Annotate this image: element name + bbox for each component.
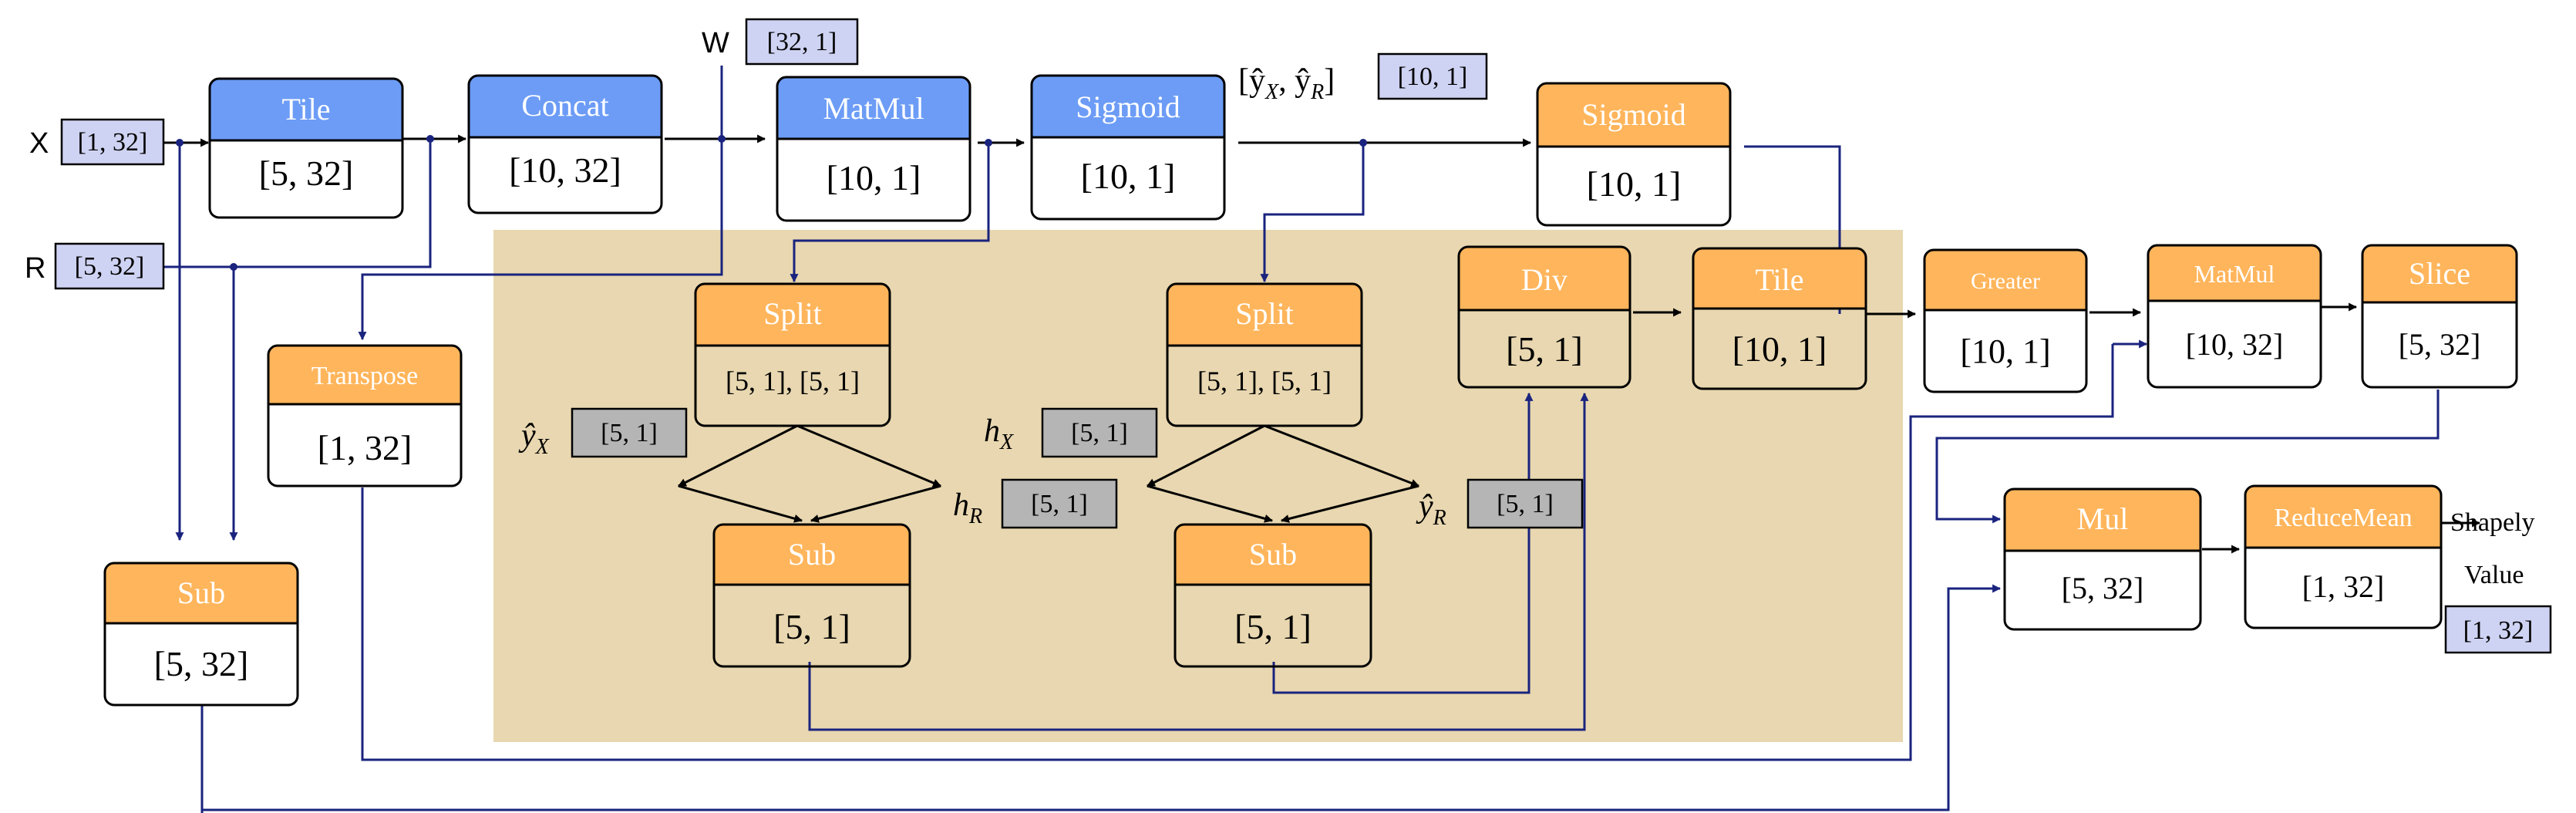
svg-text:MatMul: MatMul xyxy=(823,91,924,126)
sub-node-2: Sub [5, 1] xyxy=(1174,523,1372,668)
svg-text:ŷR: ŷR xyxy=(1416,489,1446,530)
svg-text:MatMul: MatMul xyxy=(2194,260,2275,288)
svg-text:Concat: Concat xyxy=(521,88,608,123)
svg-text:[1, 32]: [1, 32] xyxy=(2463,616,2534,645)
r-shape-tag: [5, 32] xyxy=(54,242,165,290)
x-label: X xyxy=(29,127,49,160)
output-label-line2: Value xyxy=(2464,561,2524,589)
svg-text:Div: Div xyxy=(1521,262,1567,297)
navy-connectors xyxy=(163,66,2440,813)
div-node: Div [5, 1] xyxy=(1457,245,1631,389)
svg-text:[10, 1]: [10, 1] xyxy=(1960,332,2050,370)
split-node-1: Split [5, 1], [5, 1] xyxy=(694,282,891,427)
svg-text:Sub: Sub xyxy=(1249,537,1297,572)
svg-text:[5, 32]: [5, 32] xyxy=(2062,571,2144,606)
sigmoid-node-2: Sigmoid [10, 1] xyxy=(1536,82,1732,227)
transpose-node: Transpose [1, 32] xyxy=(267,344,463,487)
tag-yhat-r: ŷR [5, 1] xyxy=(1416,478,1584,530)
svg-text:[5, 1], [5, 1]: [5, 1], [5, 1] xyxy=(726,366,860,396)
svg-text:[5, 32]: [5, 32] xyxy=(259,153,354,193)
black-connectors xyxy=(163,134,2481,554)
svg-text:Sub: Sub xyxy=(177,575,225,610)
yhat-shape-tag: [10, 1] xyxy=(1377,52,1488,100)
svg-text:hR: hR xyxy=(953,487,982,528)
svg-text:[10, 32]: [10, 32] xyxy=(2186,327,2284,362)
svg-text:[5, 32]: [5, 32] xyxy=(2399,327,2481,362)
svg-text:Sigmoid: Sigmoid xyxy=(1076,89,1180,124)
sigmoid-node-1: Sigmoid [10, 1] xyxy=(1030,74,1226,221)
svg-text:Greater: Greater xyxy=(1971,268,2040,294)
greater-node: Greater [10, 1] xyxy=(1923,248,2088,393)
matmul-node-1: MatMul [10, 1] xyxy=(776,76,971,222)
tag-h-x: hX [5, 1] xyxy=(984,407,1158,458)
svg-text:hX: hX xyxy=(984,413,1014,454)
svg-text:[5, 1]: [5, 1] xyxy=(1071,419,1128,447)
svg-text:[1, 32]: [1, 32] xyxy=(318,428,412,467)
svg-text:Mul: Mul xyxy=(2077,501,2129,536)
svg-text:Sub: Sub xyxy=(788,537,836,572)
sub-node-left: Sub [5, 32] xyxy=(103,562,299,707)
svg-text:[5, 32]: [5, 32] xyxy=(75,252,145,281)
svg-text:[10, 1]: [10, 1] xyxy=(1398,62,1468,91)
svg-text:[5, 1]: [5, 1] xyxy=(1506,329,1583,369)
split-node-2: Split [5, 1], [5, 1] xyxy=(1166,282,1363,427)
tag-h-r: hR [5, 1] xyxy=(953,478,1118,529)
svg-text:Tile: Tile xyxy=(281,92,330,127)
output-label-line1: Shapely xyxy=(2450,508,2535,537)
reducemean-node: ReduceMean [1, 32] xyxy=(2244,484,2443,629)
slice-node: Slice [5, 32] xyxy=(2361,244,2518,389)
concat-node: Concat [10, 32] xyxy=(467,74,663,214)
svg-text:[5, 32]: [5, 32] xyxy=(154,644,249,683)
w-shape-tag: [32, 1] xyxy=(745,18,859,66)
x-shape-tag: [1, 32] xyxy=(60,118,165,166)
svg-text:Tile: Tile xyxy=(1755,262,1803,297)
svg-text:[10, 1]: [10, 1] xyxy=(1732,329,1827,369)
junction-dots xyxy=(176,135,1367,271)
svg-text:[1, 32]: [1, 32] xyxy=(78,128,148,157)
r-label: R xyxy=(25,252,45,285)
tile-node-2: Tile [10, 1] xyxy=(1692,247,1867,390)
svg-text:[10, 1]: [10, 1] xyxy=(1081,157,1176,196)
svg-text:Transpose: Transpose xyxy=(311,362,419,390)
tag-yhat-x: ŷX [5, 1] xyxy=(518,407,688,459)
svg-text:Split: Split xyxy=(763,296,822,331)
svg-text:[5, 1]: [5, 1] xyxy=(601,419,658,447)
yhat-pair-label: [ŷX, ŷR] xyxy=(1238,63,1335,104)
svg-text:[5, 1]: [5, 1] xyxy=(1031,490,1088,518)
sub-node-1: Sub [5, 1] xyxy=(712,523,911,668)
w-label: W xyxy=(702,27,729,59)
svg-text:Sigmoid: Sigmoid xyxy=(1581,97,1686,132)
svg-text:ReduceMean: ReduceMean xyxy=(2274,504,2412,532)
output-shape-tag: [1, 32] xyxy=(2444,605,2552,654)
svg-text:[10, 32]: [10, 32] xyxy=(509,150,621,190)
tile-node-1: Tile [5, 32] xyxy=(208,77,404,219)
matmul-node-2: MatMul [10, 32] xyxy=(2147,244,2322,389)
svg-text:ŷX: ŷX xyxy=(518,418,550,459)
svg-text:[32, 1]: [32, 1] xyxy=(767,28,837,56)
svg-text:[5, 1]: [5, 1] xyxy=(1234,607,1312,646)
svg-text:[5, 1]: [5, 1] xyxy=(1497,490,1554,518)
svg-text:[10, 1]: [10, 1] xyxy=(1587,164,1682,204)
svg-text:Split: Split xyxy=(1235,296,1294,331)
svg-text:[1, 32]: [1, 32] xyxy=(2302,569,2385,604)
svg-text:[5, 1]: [5, 1] xyxy=(773,607,850,646)
mul-node: Mul [5, 32] xyxy=(2003,487,2202,631)
svg-text:[10, 1]: [10, 1] xyxy=(827,158,921,197)
svg-text:[5, 1], [5, 1]: [5, 1], [5, 1] xyxy=(1197,366,1332,396)
svg-text:Slice: Slice xyxy=(2409,256,2470,291)
